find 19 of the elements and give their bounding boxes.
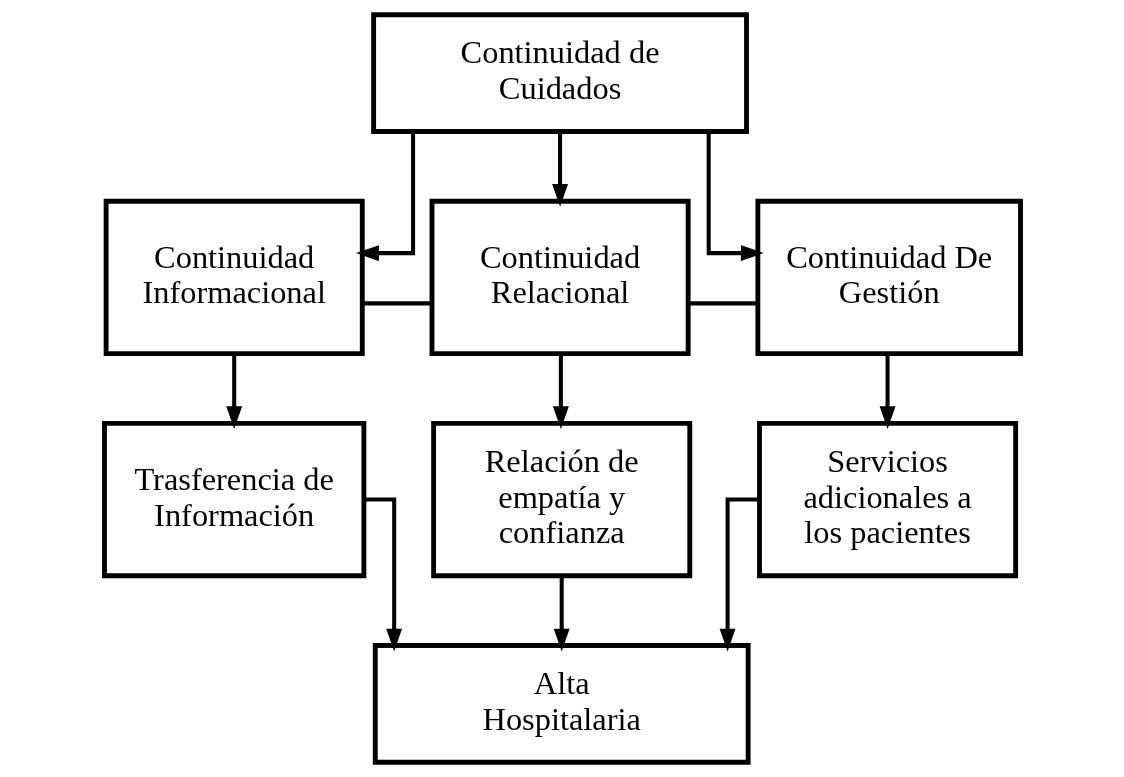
arrow	[551, 131, 568, 207]
node-box: Servicios adicionales a los pacientes	[756, 420, 1018, 579]
arrow	[706, 131, 764, 262]
arrow	[553, 576, 570, 652]
node-box: Continuidad Informacional	[103, 198, 365, 357]
node-box: Continuidad De Gestión	[754, 198, 1023, 357]
arrow	[879, 353, 896, 430]
node-box: Trasferencia de Información	[101, 420, 366, 579]
connector	[687, 301, 758, 306]
node-box: Continuidad de Cuidados	[370, 12, 749, 134]
arrow	[363, 497, 402, 652]
node-box: Continuidad Relacional	[429, 198, 691, 357]
node-box: Relación de empatía y confianza	[430, 420, 692, 579]
arrow	[225, 353, 242, 430]
connector	[362, 301, 432, 306]
arrow	[719, 497, 759, 652]
arrow	[355, 131, 415, 262]
arrow	[552, 353, 569, 430]
node-box: Alta Hospitalaria	[372, 643, 751, 765]
